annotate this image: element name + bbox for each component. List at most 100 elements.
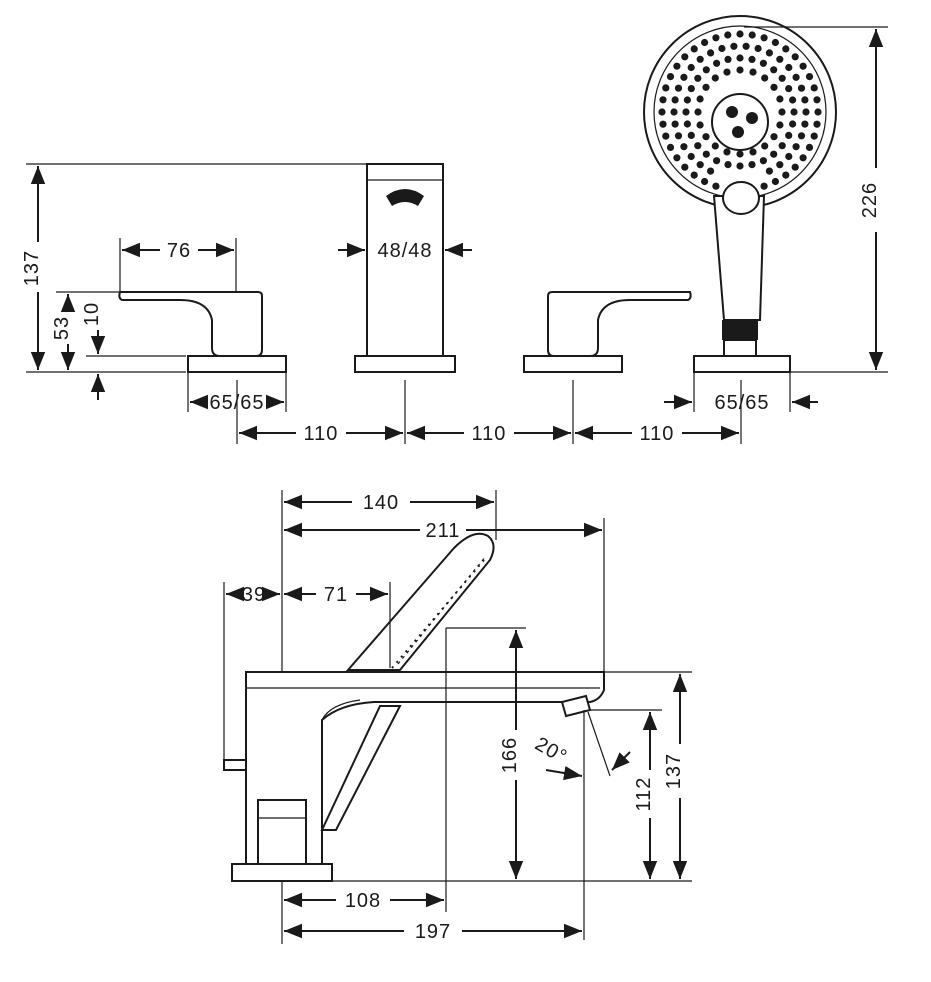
spray-nozzle [785, 152, 793, 161]
spray-nozzle [778, 74, 786, 82]
label-76: 76 [167, 240, 191, 262]
spray-nozzle [797, 132, 806, 140]
label-197: 197 [415, 921, 451, 943]
spray-nozzle [673, 154, 681, 162]
spray-nozzle [702, 133, 710, 141]
spray-nozzle [701, 38, 709, 47]
spray-nozzle [810, 84, 818, 92]
spray-nozzle [730, 42, 738, 50]
spray-nozzle [792, 73, 800, 81]
left-mixer-handle [118, 291, 287, 373]
spray-nozzle [813, 96, 821, 104]
spray-nozzle [687, 63, 695, 72]
spray-nozzle [765, 49, 774, 57]
spray-nozzle [712, 182, 720, 190]
spray-nozzle [723, 148, 731, 156]
spray-nozzle [736, 150, 744, 158]
spray-nozzle [770, 150, 778, 158]
dim-outlet-height: 112 [590, 709, 662, 879]
spray-nozzle [801, 96, 809, 104]
spray-nozzle [778, 142, 786, 150]
spray-nozzle [696, 95, 704, 103]
spray-nozzle [791, 163, 799, 171]
shower-base-plate [693, 355, 791, 373]
spray-nozzle [799, 62, 807, 70]
dim-center-to-outlet: 197 [284, 921, 582, 943]
dim-base-height: 53 [51, 291, 120, 370]
spray-nozzle [785, 131, 793, 139]
spray-nozzle [760, 34, 768, 42]
hand-shower [643, 15, 837, 373]
spray-nozzle [799, 154, 807, 162]
dim-spacing: 110 110 110 [236, 380, 742, 445]
spray-nozzle [666, 73, 675, 81]
spray-nozzle [724, 161, 732, 169]
spray-nozzle [707, 167, 715, 175]
spray-nozzle [670, 108, 678, 116]
spray-nozzle [805, 73, 814, 81]
dim-plate-thickness: 10 [81, 302, 186, 400]
spout-base-plate [354, 355, 456, 373]
spray-nozzle [761, 142, 769, 150]
spray-nozzle [696, 161, 704, 169]
spray-nozzle [680, 143, 688, 151]
dim-spout-width: 48/48 [338, 240, 472, 262]
spray-nozzle [771, 177, 780, 186]
spray-nozzle [681, 53, 689, 61]
dim-handle-depth: 76 [119, 238, 237, 292]
spray-nozzle [782, 45, 790, 53]
spray-nozzle [687, 85, 695, 93]
spray-nozzle [776, 121, 784, 129]
right-mixer-handle [523, 291, 692, 373]
spray-nozzle [671, 120, 679, 128]
spray-nozzle [702, 66, 710, 74]
spray-nozzle [718, 44, 726, 53]
label-10: 10 [81, 302, 103, 326]
spray-nozzle [748, 161, 756, 169]
spray-nozzle [749, 68, 757, 76]
spray-nozzle [754, 44, 762, 53]
label-211: 211 [426, 520, 461, 542]
dim-shower-top: 166 [446, 627, 526, 879]
spray-nozzle [801, 120, 809, 128]
spray-nozzle [666, 143, 675, 151]
spray-nozzle [674, 132, 683, 140]
spray-nozzle [749, 148, 757, 156]
side-hand-shower [320, 532, 495, 831]
spray-nozzle [659, 120, 667, 128]
dim-shower-reach: 140 [281, 490, 497, 672]
side-cartridge [257, 799, 307, 865]
spray-nozzle [748, 31, 756, 39]
spray-nozzle [771, 38, 780, 47]
side-lever [223, 759, 247, 771]
dim-overall-height: 137 [21, 163, 440, 373]
dim-spout-angle: 20° [531, 710, 631, 940]
spray-nozzle [683, 96, 692, 104]
spray-nozzle [712, 34, 720, 42]
spray-nozzle [792, 143, 800, 151]
spray-nozzle [760, 182, 768, 190]
spray-nozzle [759, 157, 768, 165]
spray-nozzles [658, 30, 822, 190]
spray-nozzle [671, 96, 679, 104]
spray-nozzle [683, 120, 692, 128]
dim-shower-offset: 71 [284, 582, 391, 668]
spray-nozzle [687, 131, 695, 139]
spray-nozzle [785, 63, 793, 72]
spray-nozzle [724, 55, 732, 64]
spray-nozzle [778, 108, 786, 116]
spray-nozzle [790, 108, 798, 116]
label-71: 71 [324, 584, 348, 606]
dim-center-to-shower: 108 [281, 628, 447, 944]
spray-nozzle [696, 121, 704, 129]
spray-nozzle [748, 55, 756, 64]
spray-nozzle [770, 66, 778, 74]
label-226: 226 [859, 182, 881, 218]
spray-nozzle [776, 55, 784, 63]
spray-nozzle [759, 59, 768, 67]
spray-nozzle [682, 108, 690, 116]
spray-nozzle [713, 59, 721, 67]
label-39: 39 [242, 584, 266, 606]
spray-nozzle [701, 177, 709, 186]
